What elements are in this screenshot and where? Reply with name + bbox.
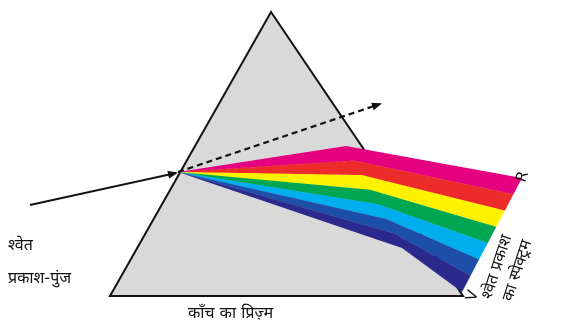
- incident-ray: [29, 170, 178, 206]
- incident-label-line2: प्रकाश-पुंज: [8, 268, 72, 288]
- spectrum-band-red: [178, 160, 514, 211]
- spectrum-fan: [178, 146, 522, 292]
- spectrum-band-yellow: [178, 172, 505, 227]
- spectrum-band-red-magenta: [178, 146, 522, 195]
- undeviated-path-dashed-arrow: [177, 102, 382, 174]
- incident-label-line1: श्वेत: [8, 235, 34, 254]
- prism-label: काँच का प्रिज़्म: [188, 303, 274, 321]
